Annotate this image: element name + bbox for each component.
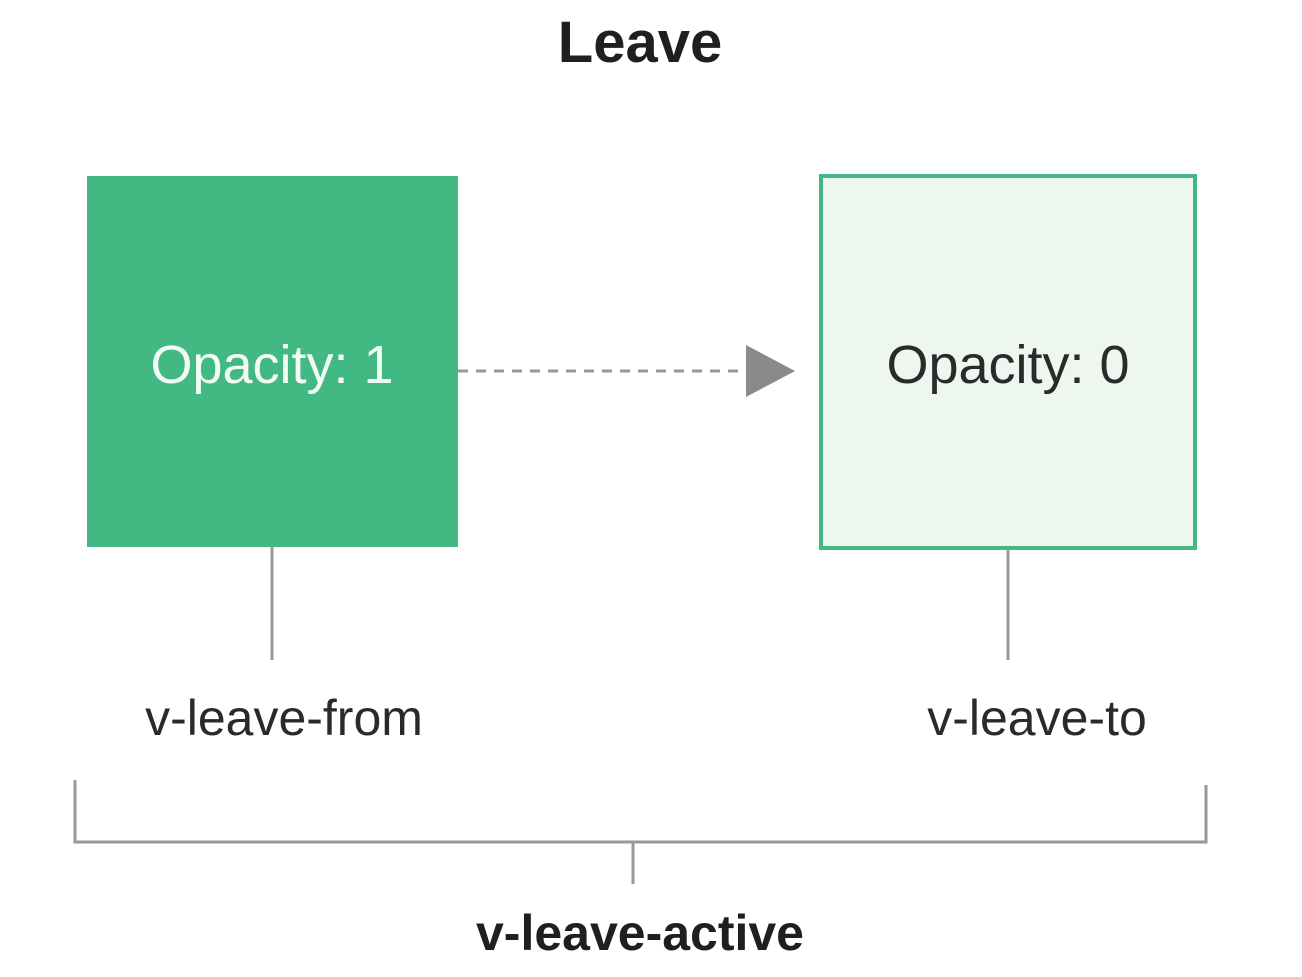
active-class-label: v-leave-active	[476, 905, 804, 961]
diagram-title: Leave	[558, 10, 722, 75]
from-class-label: v-leave-from	[145, 690, 423, 746]
to-class-label: v-leave-to	[927, 690, 1147, 746]
to-state-text: Opacity: 0	[886, 335, 1129, 395]
active-bracket	[73, 780, 1208, 844]
transition-arrow-head-icon	[746, 345, 795, 397]
to-state-box	[819, 174, 1197, 550]
from-state-text: Opacity: 1	[150, 335, 393, 395]
from-state-box	[87, 176, 458, 547]
